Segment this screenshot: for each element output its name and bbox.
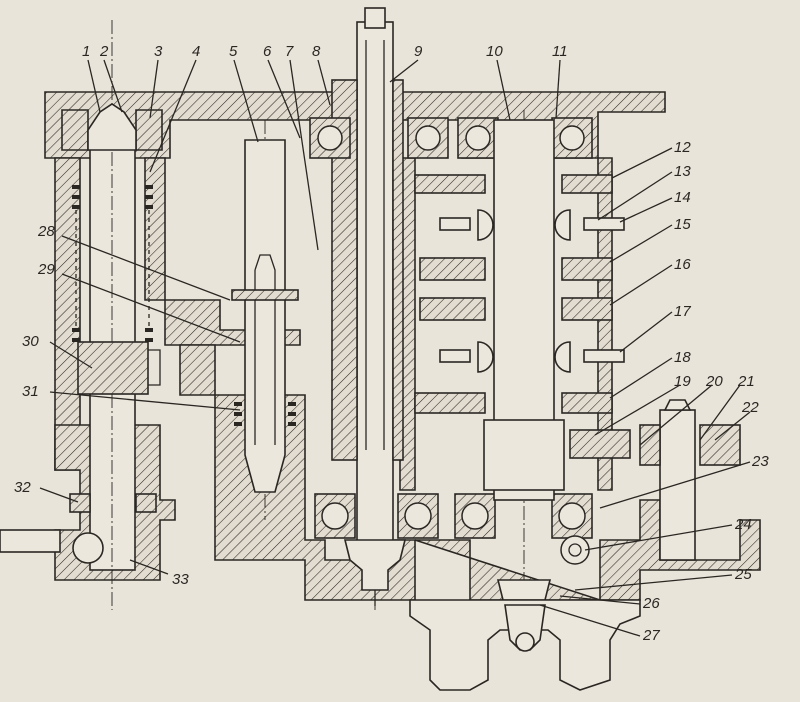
callout-3: 3 [154, 43, 163, 60]
spring-31 [234, 402, 296, 426]
callout-7: 7 [285, 43, 294, 60]
callout-10: 10 [486, 43, 503, 60]
shaft-33 [0, 20, 163, 610]
gear-block-right [414, 174, 613, 414]
callout-11: 11 [552, 43, 568, 60]
callout-20: 20 [705, 373, 723, 390]
callout-15: 15 [674, 216, 691, 233]
callout-13: 13 [674, 163, 691, 180]
callout-4: 4 [192, 43, 200, 60]
callout-32: 32 [14, 479, 31, 496]
callout-22: 22 [741, 399, 759, 416]
callout-17: 17 [674, 303, 691, 320]
callout-28: 28 [37, 223, 55, 240]
shaft-5 [231, 120, 299, 520]
callout-2: 2 [99, 43, 109, 60]
callout-labels: 1 2 3 4 5 6 7 8 9 10 11 12 13 14 15 16 1… [14, 43, 769, 644]
callout-1: 1 [82, 43, 90, 60]
callout-24: 24 [734, 516, 752, 533]
flange-26 [409, 535, 641, 691]
callout-16: 16 [674, 256, 691, 273]
callout-25: 25 [734, 566, 752, 583]
callout-9: 9 [414, 43, 423, 60]
callout-27: 27 [642, 627, 660, 644]
bearings [309, 117, 593, 539]
callout-18: 18 [674, 349, 691, 366]
callout-21: 21 [737, 373, 755, 390]
callout-31: 31 [22, 383, 39, 400]
callout-26: 26 [642, 595, 660, 612]
synchro-balls [439, 209, 625, 373]
shaft-22 [569, 399, 741, 561]
callout-14: 14 [674, 189, 691, 206]
callout-33: 33 [172, 571, 189, 588]
callout-29: 29 [37, 261, 55, 278]
callout-8: 8 [312, 43, 321, 60]
shaft-10 [414, 110, 625, 601]
callout-30: 30 [22, 333, 39, 350]
callout-12: 12 [674, 139, 691, 156]
callout-6: 6 [263, 43, 272, 60]
callout-5: 5 [229, 43, 238, 60]
callout-19: 19 [674, 373, 691, 390]
leader-lines [39, 59, 751, 637]
callout-23: 23 [751, 453, 769, 470]
